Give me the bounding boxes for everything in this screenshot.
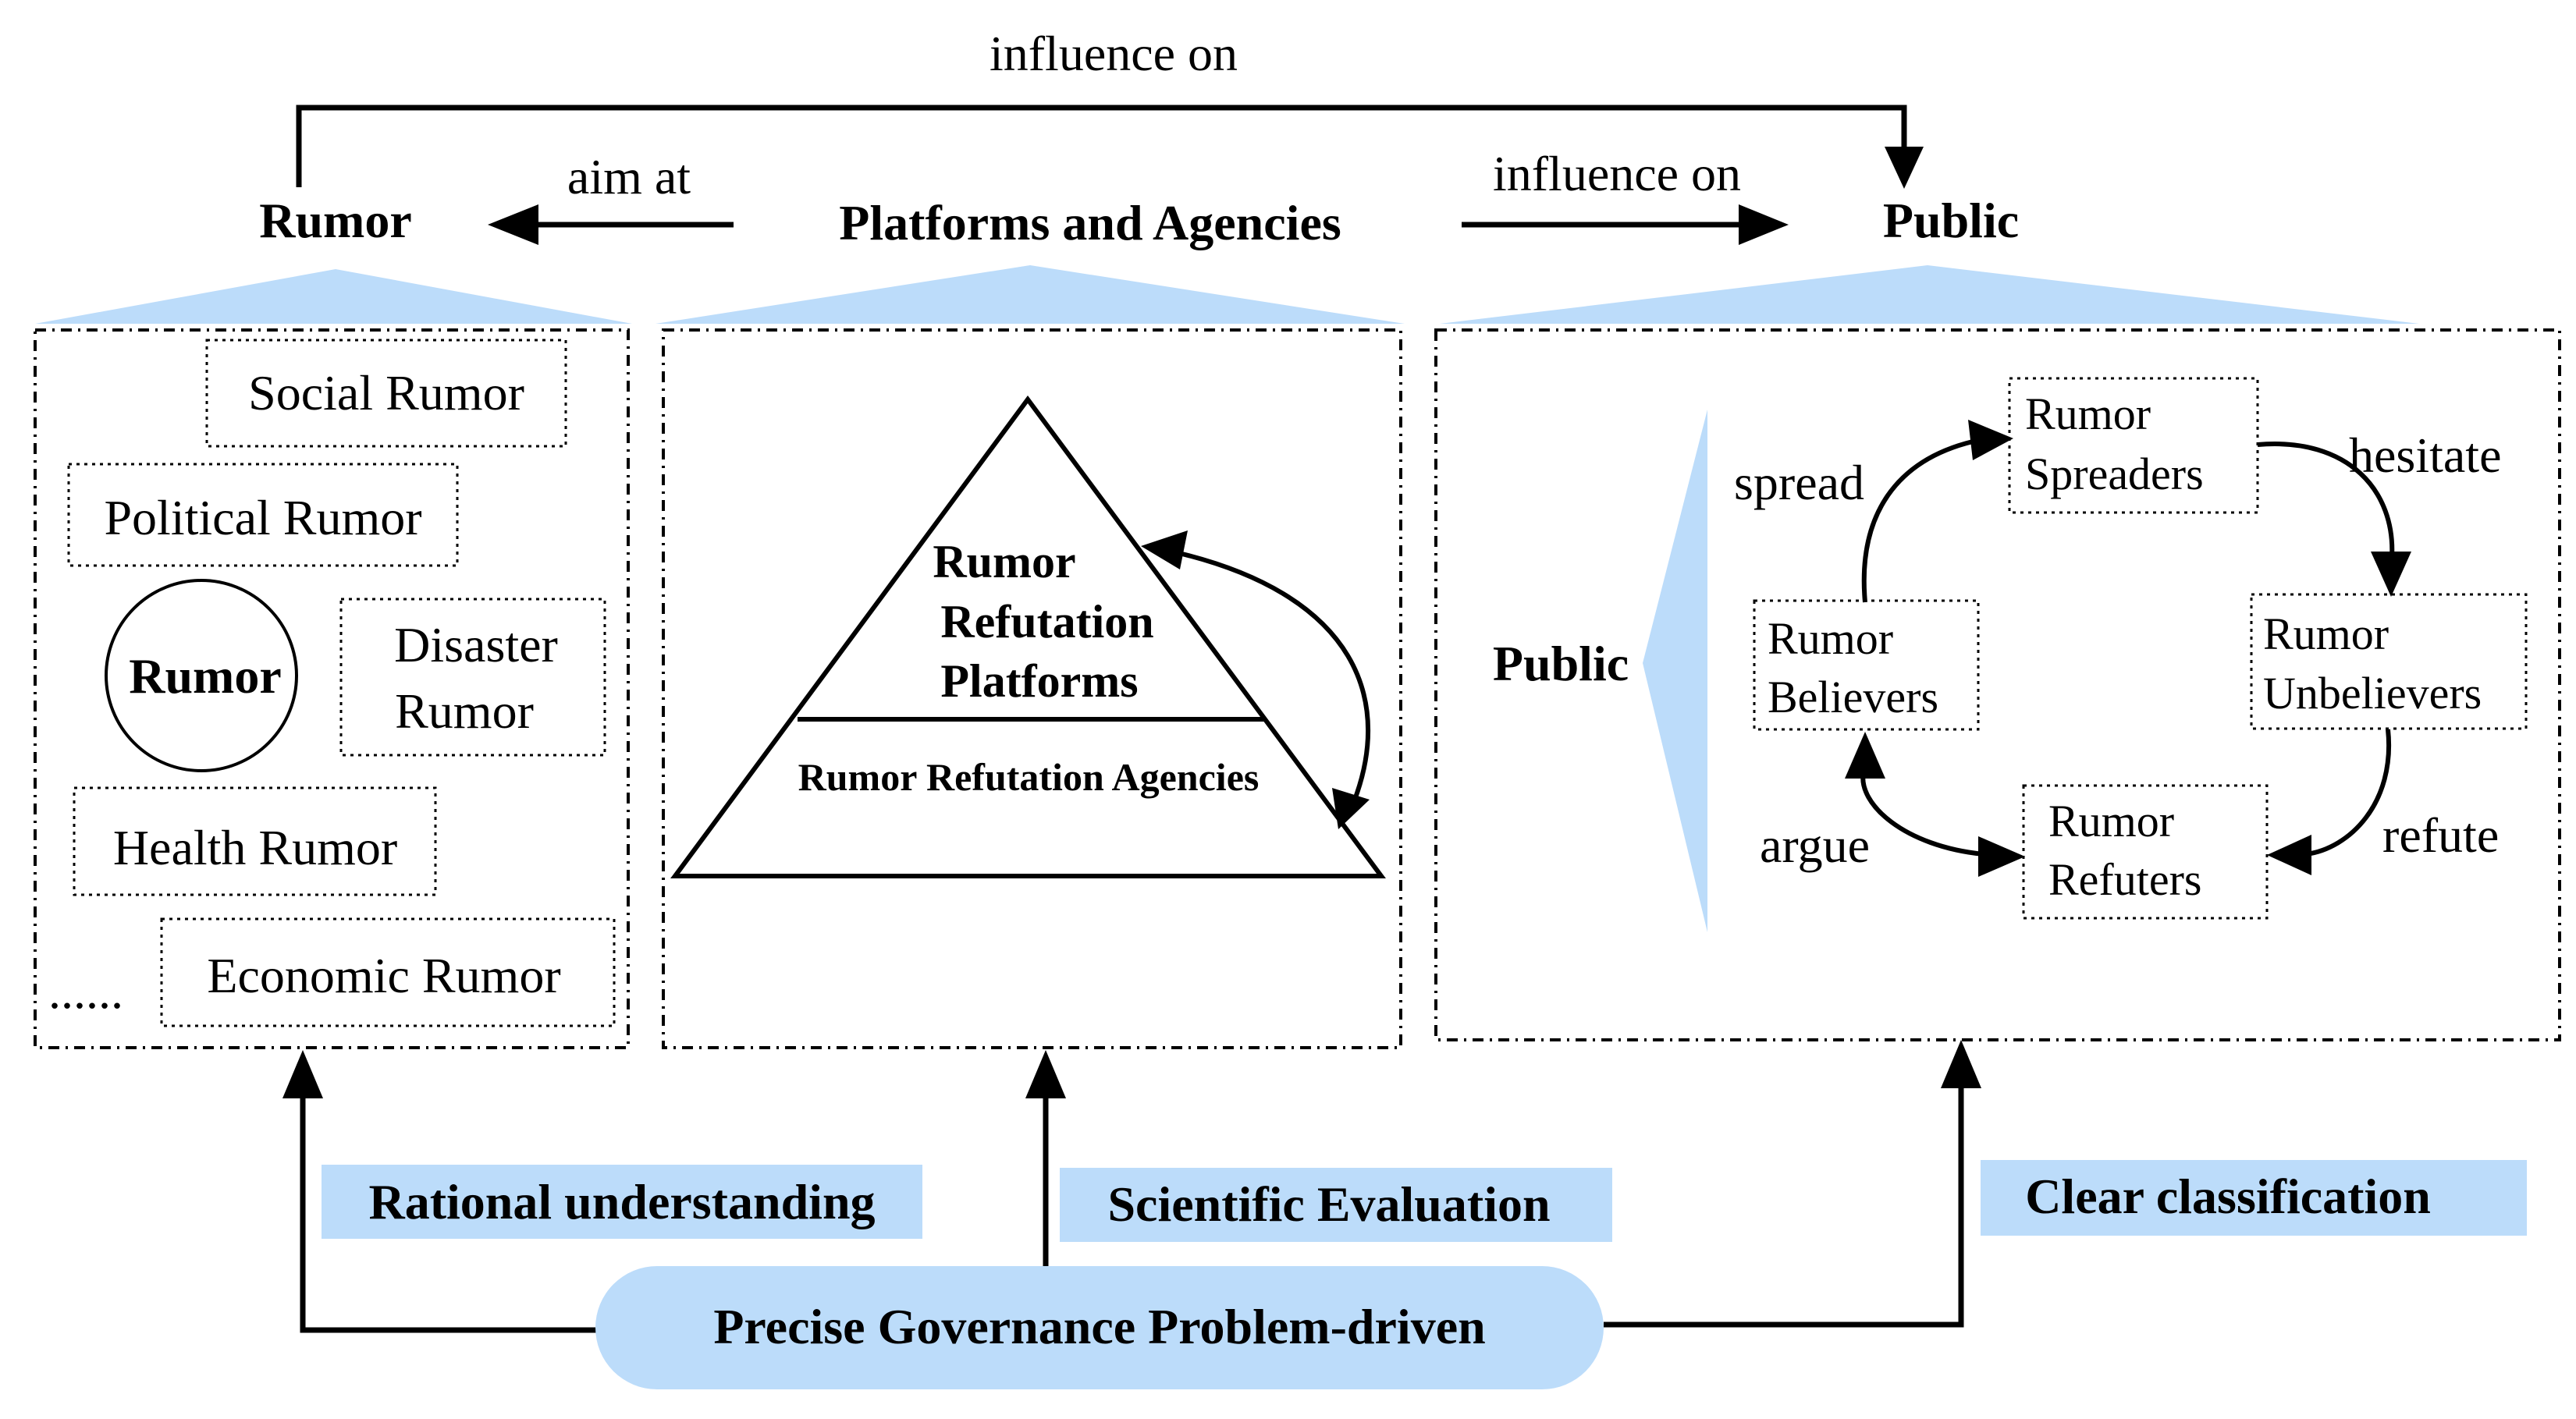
middle-feedback-arrowhead <box>1025 1050 1066 1098</box>
header-rumor: Rumor <box>259 193 412 248</box>
spread-arrow <box>1861 439 1974 603</box>
platforms-line1: Rumor <box>933 536 1075 587</box>
public-header-shade <box>1440 265 2419 324</box>
political-rumor-label: Political Rumor <box>104 490 421 545</box>
public-panel-frame <box>1434 328 2561 1041</box>
platforms-header-shade <box>656 265 1405 324</box>
spreaders-line1: Rumor <box>2025 388 2151 439</box>
governance-label: Precise Governance Problem-driven <box>713 1299 1485 1354</box>
influence-top-arrowhead <box>1885 147 1924 189</box>
right-feedback-arrowhead <box>1941 1040 1981 1088</box>
influence-top-label: influence on <box>990 26 1238 81</box>
argue-arrowhead-right <box>1978 836 2025 877</box>
refute-arrowhead <box>2267 835 2311 875</box>
argue-arrow <box>1860 772 1984 857</box>
health-rumor-label: Health Rumor <box>113 820 397 875</box>
disaster-rumor-line2: Rumor <box>395 683 534 739</box>
hesitate-label: hesitate <box>2349 427 2501 483</box>
argue-label: argue <box>1760 818 1870 873</box>
influence-right-arrowhead <box>1739 204 1789 245</box>
rumor-ellipsis: ...... <box>48 963 123 1019</box>
social-rumor-box <box>205 339 567 448</box>
clear-label: Clear classification <box>2025 1169 2431 1224</box>
header-public: Public <box>1883 193 2019 248</box>
right-feedback-connector <box>1604 1084 1964 1328</box>
platform-agency-double-arrow <box>1168 548 1371 813</box>
believers-line1: Rumor <box>1768 613 1893 664</box>
unbelievers-box <box>2250 593 2528 730</box>
rumor-circle-label: Rumor <box>129 648 282 704</box>
political-rumor-box <box>67 463 459 567</box>
social-rumor-label: Social Rumor <box>248 365 524 420</box>
rumor-panel-frame <box>34 328 630 1049</box>
platforms-panel-frame <box>662 328 1402 1049</box>
disaster-rumor-line1: Disaster <box>394 617 558 672</box>
refute-arrow <box>2305 729 2392 857</box>
scientific-label: Scientific Evaluation <box>1107 1176 1550 1232</box>
left-feedback-arrowhead <box>282 1050 323 1098</box>
influence-top-connector <box>296 105 1907 187</box>
unbelievers-line1: Rumor <box>2263 608 2389 659</box>
spread-arrowhead <box>1968 420 2013 460</box>
unbelievers-line2: Unbelievers <box>2263 668 2482 718</box>
agencies-label: Rumor Refutation Agencies <box>798 755 1260 799</box>
governance-pill <box>595 1266 1604 1389</box>
platforms-line2: Refutation <box>940 596 1153 647</box>
spreaders-line2: Spreaders <box>2025 449 2204 499</box>
refuters-line2: Refuters <box>2048 854 2202 905</box>
rumor-header-shade <box>35 269 632 324</box>
left-feedback-connector <box>300 1092 599 1333</box>
argue-arrowhead-up <box>1845 732 1885 779</box>
aim-at-label: aim at <box>567 149 691 204</box>
platform-arrowhead-top <box>1141 530 1188 569</box>
public-panel-label: Public <box>1493 636 1629 691</box>
hesitate-arrowhead <box>2371 552 2411 597</box>
rumor-circle <box>105 579 298 772</box>
economic-rumor-box <box>160 917 616 1027</box>
header-platforms: Platforms and Agencies <box>839 195 1341 250</box>
refuters-line1: Rumor <box>2048 796 2174 846</box>
refutation-pyramid <box>670 395 1386 878</box>
platforms-line3: Platforms <box>940 655 1138 707</box>
agency-arrowhead-bottom <box>1332 788 1370 829</box>
believers-line2: Believers <box>1768 672 1938 722</box>
rational-label: Rational understanding <box>368 1174 875 1229</box>
influence-right-label: influence on <box>1493 146 1741 201</box>
health-rumor-box <box>73 786 437 896</box>
refute-label: refute <box>2382 807 2499 863</box>
scientific-highlight <box>1060 1168 1612 1242</box>
clear-highlight <box>1981 1160 2527 1236</box>
spreaders-box <box>2008 377 2259 514</box>
spread-label: spread <box>1734 455 1864 510</box>
economic-rumor-label: Economic Rumor <box>207 948 560 1003</box>
public-side-shade <box>1643 410 1707 932</box>
hesitate-arrow <box>2257 442 2395 559</box>
rational-highlight <box>322 1165 922 1239</box>
aim-at-arrowhead <box>488 204 538 245</box>
